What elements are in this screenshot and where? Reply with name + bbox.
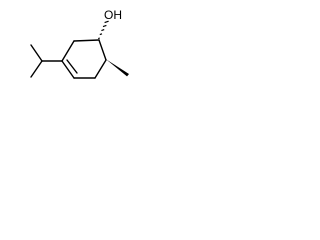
bond-isopropyl-methyl-lower: [30, 60, 43, 78]
bond-c5-c6: [61, 40, 75, 62]
bond-c6-c1: [73, 39, 100, 42]
wedge-bond-methyl: [106, 59, 129, 77]
bond-c4-c5-double: [61, 60, 75, 79]
structural-formula: OH: [30, 8, 129, 79]
hydroxyl-label: OH: [104, 8, 122, 22]
molecule-canvas: OH: [0, 0, 164, 106]
bond-isopropyl-methyl-upper: [30, 44, 43, 62]
bond-c2-c3: [94, 59, 107, 79]
hashed-bond-hydroxyl: [97, 20, 109, 40]
bond-c1-c2: [98, 39, 107, 61]
bond-c4-c5-double-inner: [66, 59, 78, 74]
